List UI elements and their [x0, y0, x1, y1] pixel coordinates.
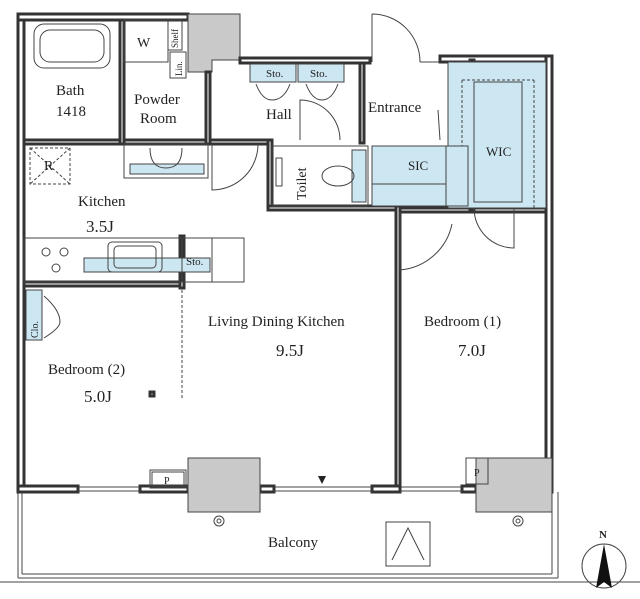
balcony-label: Balcony	[268, 535, 318, 551]
shoe-in-closet: SIC	[371, 145, 469, 207]
storage-box-1	[249, 63, 297, 83]
linen-label: Lin.	[174, 61, 184, 76]
kitchen-size: 3.5J	[86, 217, 114, 236]
pipe-shaft-1	[151, 471, 185, 487]
hatch-box	[385, 521, 431, 567]
entry-marker-icon	[318, 476, 326, 484]
bedroom-1-size: 7.0J	[458, 341, 486, 360]
wic-label: WIC	[486, 144, 511, 159]
washer-label: W	[137, 36, 151, 51]
bedroom-2-label: Bedroom (2)	[48, 362, 125, 378]
drain-icon	[512, 515, 524, 527]
storage-box-2	[297, 63, 345, 83]
kitchen-counter	[23, 237, 245, 283]
toilet-room	[271, 145, 369, 207]
closet-box	[25, 289, 43, 341]
storage-label-2: Sto.	[310, 68, 328, 80]
stove-burner-icon	[41, 247, 69, 273]
balcony-area	[0, 492, 640, 583]
drain-icon	[213, 515, 225, 527]
kitchen-sink	[107, 241, 163, 273]
bathtub	[33, 23, 111, 69]
kitchen-label: Kitchen	[78, 194, 126, 210]
shelf-label: Shelf	[170, 29, 180, 48]
sic-area	[371, 145, 469, 207]
closet-label: Clo.	[30, 321, 41, 338]
pipe-label-2: P	[474, 468, 480, 479]
toilet: Toilet	[211, 143, 369, 207]
bath-label: Bath	[56, 83, 85, 99]
ldk-label: Living Dining Kitchen	[208, 314, 345, 330]
bath-size: 1418	[56, 104, 86, 120]
hall: Sto. Sto. Hall	[249, 63, 345, 141]
ldk-size: 9.5J	[276, 341, 304, 360]
pipe-label-1: P	[164, 476, 170, 487]
north-arrow-icon: N	[581, 529, 627, 589]
bedroom-2: Clo. Bedroom (2) 5.0J P	[25, 289, 185, 487]
north-label: N	[599, 529, 607, 541]
storage-label-3: Sto.	[186, 256, 204, 268]
storage-label-1: Sto.	[266, 68, 284, 80]
linen-box	[169, 51, 187, 79]
storage-box-3	[181, 237, 213, 283]
laundry: W Shelf Lin.	[123, 19, 187, 79]
toilet-bowl	[321, 165, 355, 187]
refrigerator-space	[29, 147, 71, 185]
bedroom-1: Bedroom (1) 7.0J P	[424, 314, 501, 479]
bath: Bath 1418	[33, 23, 111, 120]
bedroom-1-label: Bedroom (1)	[424, 314, 501, 330]
living-dining-kitchen: Living Dining Kitchen 9.5J	[208, 212, 453, 360]
bedroom-2-size: 5.0J	[84, 387, 112, 406]
shelf-box	[167, 19, 183, 51]
refrigerator-label: R	[44, 159, 54, 174]
sic-label: SIC	[408, 158, 428, 173]
kitchen: R Kitchen 3.5J Sto.	[23, 147, 245, 283]
powder-room: Powder Room	[123, 92, 209, 179]
toilet-label: Toilet	[295, 167, 310, 200]
powder-room-label-2: Room	[140, 111, 177, 127]
outer-walls	[16, 12, 554, 513]
windows	[78, 476, 462, 492]
entrance: Entrance	[368, 13, 441, 141]
powder-room-label-1: Powder	[134, 92, 180, 108]
hall-label: Hall	[266, 107, 292, 123]
entrance-label: Entrance	[368, 100, 422, 116]
